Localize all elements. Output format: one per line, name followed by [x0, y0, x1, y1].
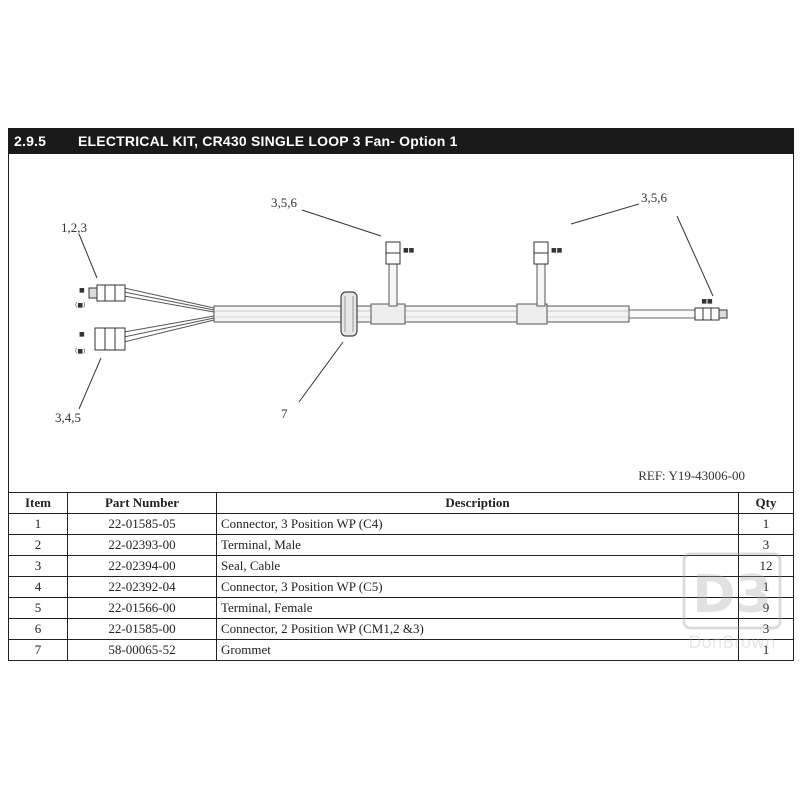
reference-number: REF: Y19-43006-00: [638, 468, 745, 483]
sleeve-joint: [370, 303, 406, 325]
section-header: 2.9.5 ELECTRICAL KIT, CR430 SINGLE LOOP …: [8, 128, 794, 154]
harness-drawing: ■■ ■ (■) ■ (■): [75, 203, 728, 410]
table-row: 2 22-02393-00 Terminal, Male 3: [8, 534, 794, 556]
callout-3-4-5: 3,4,5: [55, 410, 81, 425]
cell-qty: 1: [738, 639, 794, 661]
section-number: 2.9.5: [14, 133, 47, 149]
section-title: ELECTRICAL KIT, CR430 SINGLE LOOP 3 Fan-…: [78, 133, 458, 149]
cell-item: 2: [8, 534, 68, 556]
table-header-row: Item Part Number Description Qty: [8, 492, 794, 514]
cell-item: 7: [8, 639, 68, 661]
col-header-description: Description: [216, 492, 739, 514]
cell-description: Connector, 3 Position WP (C4): [216, 513, 739, 535]
cell-part-number: 22-01585-00: [67, 618, 217, 640]
svg-text:■■: ■■: [551, 247, 563, 254]
cell-qty: 1: [738, 513, 794, 535]
callout-1-2-3: 1,2,3: [61, 220, 87, 235]
svg-text:(■): (■): [75, 302, 85, 309]
cell-part-number: 22-02394-00: [67, 555, 217, 577]
svg-text:■■: ■■: [701, 298, 713, 305]
right-connector: ■■: [694, 298, 728, 321]
callout-7: 7: [281, 406, 288, 421]
cell-part-number: 22-01566-00: [67, 597, 217, 619]
svg-text:(■): (■): [75, 348, 85, 355]
cell-item: 3: [8, 555, 68, 577]
cell-description: Terminal, Female: [216, 597, 739, 619]
cell-item: 6: [8, 618, 68, 640]
connector-c5: ■ (■): [75, 327, 126, 355]
leader-lines: [78, 203, 714, 410]
col-header-part-number: Part Number: [67, 492, 217, 514]
cell-part-number: 22-02392-04: [67, 576, 217, 598]
main-harness-sleeve: [213, 305, 630, 323]
cell-description: Terminal, Male: [216, 534, 739, 556]
svg-text:■: ■: [79, 331, 85, 338]
table-row: 7 58-00065-52 Grommet 1: [8, 639, 794, 661]
table-row: 1 22-01585-05 Connector, 3 Position WP (…: [8, 513, 794, 535]
cell-description: Seal, Cable: [216, 555, 739, 577]
parts-table: Item Part Number Description Qty 1 22-01…: [8, 492, 794, 661]
cell-part-number: 22-02393-00: [67, 534, 217, 556]
sleeve-joint: [516, 303, 548, 325]
parts-sheet: 2.9.5 ELECTRICAL KIT, CR430 SINGLE LOOP …: [8, 128, 794, 670]
cell-qty: 12: [738, 555, 794, 577]
cell-part-number: 22-01585-05: [67, 513, 217, 535]
cell-qty: 9: [738, 597, 794, 619]
watermark-logo-text: D3: [692, 565, 771, 625]
table-row: 3 22-02394-00 Seal, Cable 12: [8, 555, 794, 577]
col-header-qty: Qty: [738, 492, 794, 514]
cell-item: 5: [8, 597, 68, 619]
cell-item: 1: [8, 513, 68, 535]
cell-description: Connector, 2 Position WP (CM1,2 &3): [216, 618, 739, 640]
callout-3-5-6-right: 3,5,6: [641, 190, 667, 205]
grommet: [340, 291, 358, 337]
watermark-brand-text: DonBrown: [688, 633, 776, 653]
cell-part-number: 58-00065-52: [67, 639, 217, 661]
connector-c4: ■ (■): [75, 284, 126, 309]
table-row: 5 22-01566-00 Terminal, Female 9: [8, 597, 794, 619]
col-header-item: Item: [8, 492, 68, 514]
table-row: 4 22-02392-04 Connector, 3 Position WP (…: [8, 576, 794, 598]
donbrown-watermark-logo: D3 DonBrown: [682, 552, 782, 653]
branch-fan-connector-1: ■■: [385, 241, 415, 307]
callout-3-5-6-mid: 3,5,6: [271, 195, 297, 210]
right-wire: [628, 309, 696, 319]
cell-item: 4: [8, 576, 68, 598]
wiring-diagram: ■■ ■ (■) ■ (■): [8, 154, 794, 492]
cell-description: Connector, 3 Position WP (C5): [216, 576, 739, 598]
left-wire-fanout: [123, 287, 215, 343]
cell-description: Grommet: [216, 639, 739, 661]
branch-fan-connector-2: ■■: [533, 241, 563, 307]
svg-text:■■: ■■: [403, 247, 415, 254]
svg-text:■: ■: [79, 287, 85, 294]
